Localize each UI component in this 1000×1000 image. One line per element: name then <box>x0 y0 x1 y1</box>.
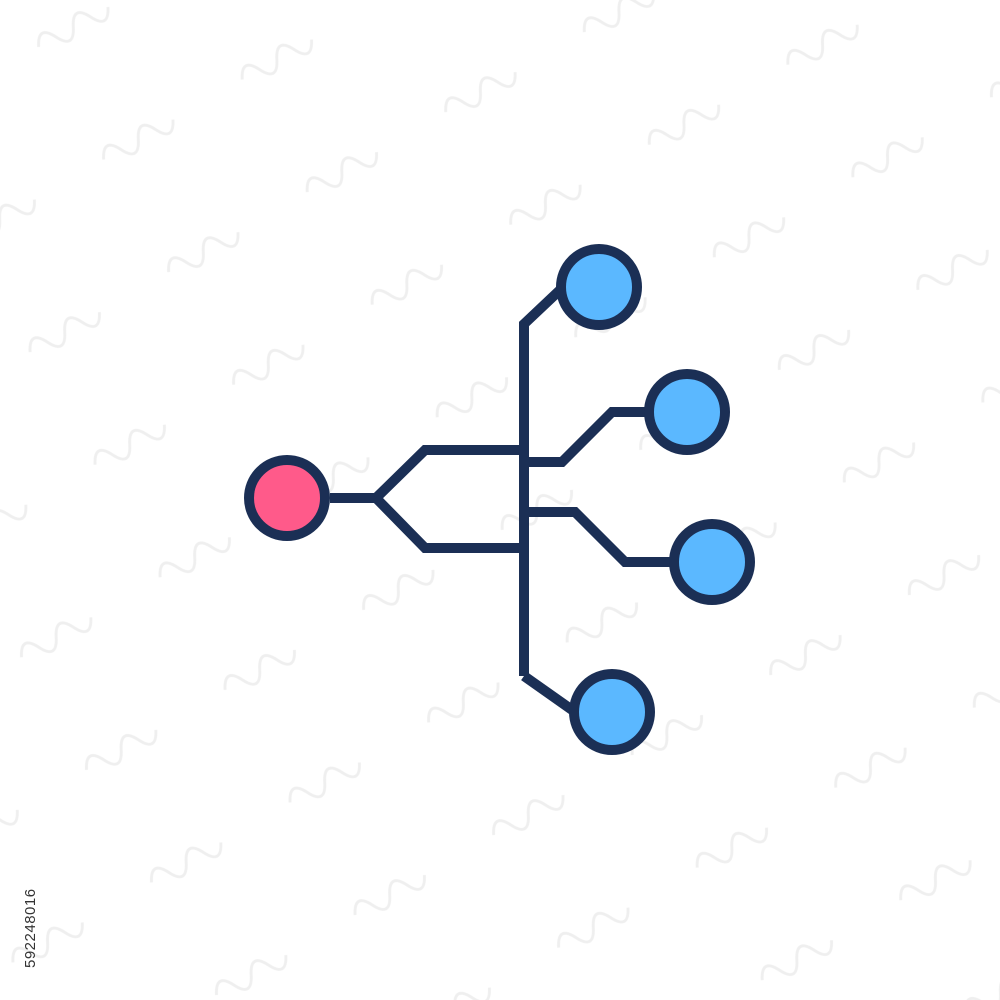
target-node-2 <box>644 369 730 455</box>
branch-lower-right <box>524 507 672 567</box>
target-node-3 <box>669 519 755 605</box>
fork-upper-branch <box>372 445 524 502</box>
target-node-1 <box>556 244 642 330</box>
target-node-4 <box>569 669 655 755</box>
branch-upper-right <box>524 407 650 467</box>
fork-lower-branch <box>372 494 524 553</box>
source-node <box>244 455 330 541</box>
stock-id-label: 592248016 <box>22 888 39 968</box>
trunk-bottom-branch <box>521 671 578 717</box>
vertical-trunk <box>519 286 564 676</box>
